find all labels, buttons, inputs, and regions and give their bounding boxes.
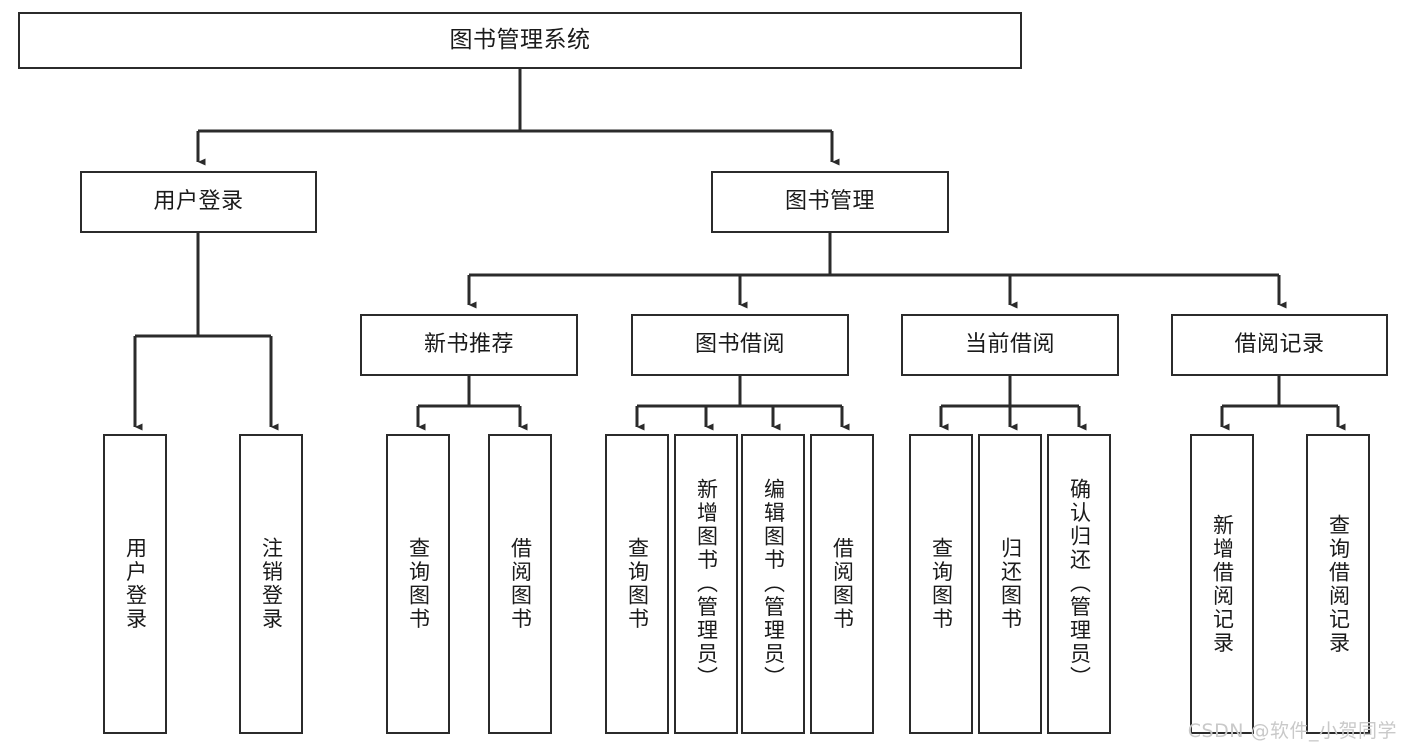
node-borrow-record[interactable]: 借阅记录	[1171, 314, 1388, 376]
node-leaf-borrow-book[interactable]: 借阅图书	[810, 434, 874, 734]
node-label: 用户登录	[123, 537, 148, 631]
node-leaf-logout[interactable]: 注销登录	[239, 434, 303, 734]
node-label: 查询图书	[625, 537, 650, 631]
node-label: 借阅记录	[1234, 332, 1325, 358]
node-label: 当前借阅	[964, 332, 1055, 358]
node-leaf-user-login[interactable]: 用户登录	[103, 434, 167, 734]
node-leaf-edit-book-admin[interactable]: 编辑图书（管理员）	[741, 434, 805, 734]
node-leaf-query-book-recommend[interactable]: 查询图书	[386, 434, 450, 734]
node-label: 图书借阅	[694, 332, 785, 358]
node-leaf-add-borrow-record[interactable]: 新增借阅记录	[1190, 434, 1254, 734]
node-label: 确认归还（管理员）	[1067, 478, 1092, 690]
node-label: 编辑图书（管理员）	[761, 478, 786, 690]
node-label: 新增借阅记录	[1210, 513, 1235, 655]
node-leaf-borrow-book-recommend[interactable]: 借阅图书	[488, 434, 552, 734]
node-book-management[interactable]: 图书管理	[711, 171, 949, 233]
node-label: 归还图书	[998, 537, 1023, 631]
node-new-book-recommend[interactable]: 新书推荐	[360, 314, 578, 376]
node-label: 借阅图书	[830, 537, 855, 631]
node-root-book-management-system[interactable]: 图书管理系统	[18, 12, 1022, 69]
node-label: 查询图书	[406, 537, 431, 631]
node-leaf-confirm-return-admin[interactable]: 确认归还（管理员）	[1047, 434, 1111, 734]
node-leaf-query-book-current[interactable]: 查询图书	[909, 434, 973, 734]
node-leaf-add-book-admin[interactable]: 新增图书（管理员）	[674, 434, 738, 734]
node-book-borrow[interactable]: 图书借阅	[631, 314, 849, 376]
node-label: 借阅图书	[508, 537, 533, 631]
node-label: 图书管理	[784, 189, 875, 215]
node-user-login[interactable]: 用户登录	[80, 171, 317, 233]
node-label: 用户登录	[153, 189, 244, 215]
node-label: 注销登录	[259, 537, 284, 631]
node-label: 新书推荐	[423, 332, 514, 358]
node-label: 查询图书	[929, 537, 954, 631]
node-current-borrow[interactable]: 当前借阅	[901, 314, 1119, 376]
node-label: 图书管理系统	[449, 26, 591, 53]
node-label: 查询借阅记录	[1326, 513, 1351, 655]
node-leaf-query-book-borrow[interactable]: 查询图书	[605, 434, 669, 734]
node-label: 新增图书（管理员）	[694, 478, 719, 690]
node-leaf-query-borrow-record[interactable]: 查询借阅记录	[1306, 434, 1370, 734]
node-leaf-return-book[interactable]: 归还图书	[978, 434, 1042, 734]
